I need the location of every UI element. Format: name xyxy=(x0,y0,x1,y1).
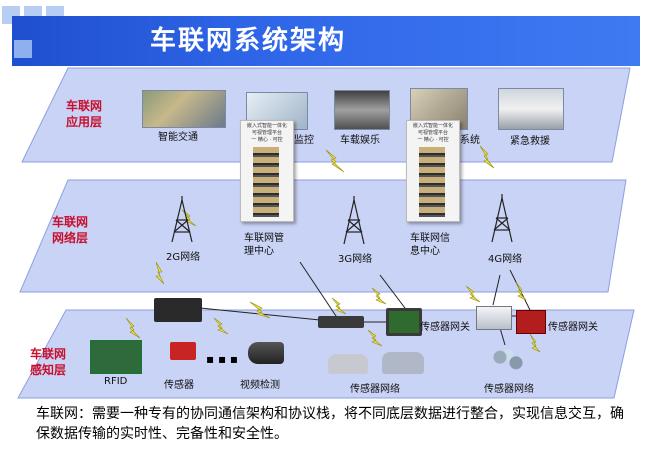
rfid-board-icon xyxy=(90,340,142,374)
router-device-icon xyxy=(154,298,202,322)
car-icon xyxy=(382,352,424,374)
lightning-icon xyxy=(465,285,481,303)
lightning-icon xyxy=(367,329,383,347)
lightning-icon xyxy=(479,145,495,169)
title-bar xyxy=(12,16,640,66)
lightning-icon xyxy=(125,317,141,339)
lightning-icon xyxy=(529,333,541,353)
smart-traffic-image xyxy=(142,90,226,128)
management-center-label: 车联网管 理中心 xyxy=(244,233,284,257)
sensor-gateway-label-1: 传感器网关 xyxy=(420,322,470,333)
sensor-network-label-2: 传感器网络 xyxy=(484,384,534,395)
car-icon xyxy=(328,354,368,374)
sensor-network-label-1: 传感器网络 xyxy=(350,384,400,395)
info-center-label: 车联网信 息中心 xyxy=(410,233,450,257)
ellipsis-icon: ▪ ▪ ▪ xyxy=(206,352,239,366)
app-item-system: 系统 xyxy=(460,135,480,146)
tower-icons xyxy=(171,194,513,245)
app-item-traffic: 智能交通 xyxy=(158,132,198,143)
server-rack-icon xyxy=(253,147,279,217)
sensor-device-icon xyxy=(170,342,196,360)
ambulance-image xyxy=(498,88,564,130)
network-layer-band xyxy=(19,179,627,293)
lightning-icon xyxy=(325,149,345,173)
wireless-signal-icons xyxy=(125,145,541,353)
network-3g-label: 3G网络 xyxy=(338,254,373,265)
perception-layer-band xyxy=(17,309,635,399)
entertainment-image xyxy=(334,90,390,130)
app-item-control: 监控 xyxy=(294,135,314,146)
app-item-entertainment: 车载娱乐 xyxy=(340,135,380,146)
page-title: 车联网系统架构 xyxy=(150,26,347,56)
lightning-icon xyxy=(181,209,197,227)
sensor-label: 传感器 xyxy=(164,380,194,391)
lightning-icon xyxy=(213,317,229,335)
gateway-device-icon xyxy=(318,316,364,328)
tower-icon xyxy=(171,196,193,243)
app-item-rescue: 紧急救援 xyxy=(510,136,550,147)
lightning-icon xyxy=(371,287,387,305)
sensor-board-icon xyxy=(516,310,546,334)
lightning-icon xyxy=(515,281,527,301)
lightning-icon xyxy=(249,301,271,319)
camera-icon xyxy=(248,342,284,364)
server-card-text: 嵌入式智能一体化 可视管理平台 一 精心 · 可控 xyxy=(412,123,453,143)
layer-label-network: 车联网 网络层 xyxy=(52,215,89,245)
decor-square xyxy=(14,40,32,58)
description-text: 车联网：需要一种专有的协同通信架构和协议栈，将不同底层数据进行整合，实现信息交互… xyxy=(36,406,624,442)
network-4g-label: 4G网络 xyxy=(488,254,523,265)
gps-device-icon xyxy=(386,308,422,336)
rfid-label: RFID xyxy=(104,376,128,387)
server-card-text: 嵌入式智能一体化 可视管理平台 一 精心 · 可控 xyxy=(246,123,287,143)
server-box-icon xyxy=(476,306,512,330)
network-2g-label: 2G网络 xyxy=(166,252,201,263)
tower-icon xyxy=(343,196,365,245)
sensor-gateway-label-2: 传感器网关 xyxy=(548,322,598,333)
lightning-icon xyxy=(155,261,165,285)
management-center-server: 嵌入式智能一体化 可视管理平台 一 精心 · 可控 xyxy=(240,120,294,222)
server-rack-icon xyxy=(419,147,445,217)
sensor-network-cluster-icon xyxy=(488,346,528,374)
layer-label-perception: 车联网 感知层 xyxy=(30,347,67,377)
info-center-server: 嵌入式智能一体化 可视管理平台 一 精心 · 可控 xyxy=(406,120,460,222)
layer-label-application: 车联网 应用层 xyxy=(66,99,103,129)
tower-icon xyxy=(491,194,513,243)
lightning-icon xyxy=(331,297,347,315)
video-detection-label: 视频检测 xyxy=(240,380,280,391)
